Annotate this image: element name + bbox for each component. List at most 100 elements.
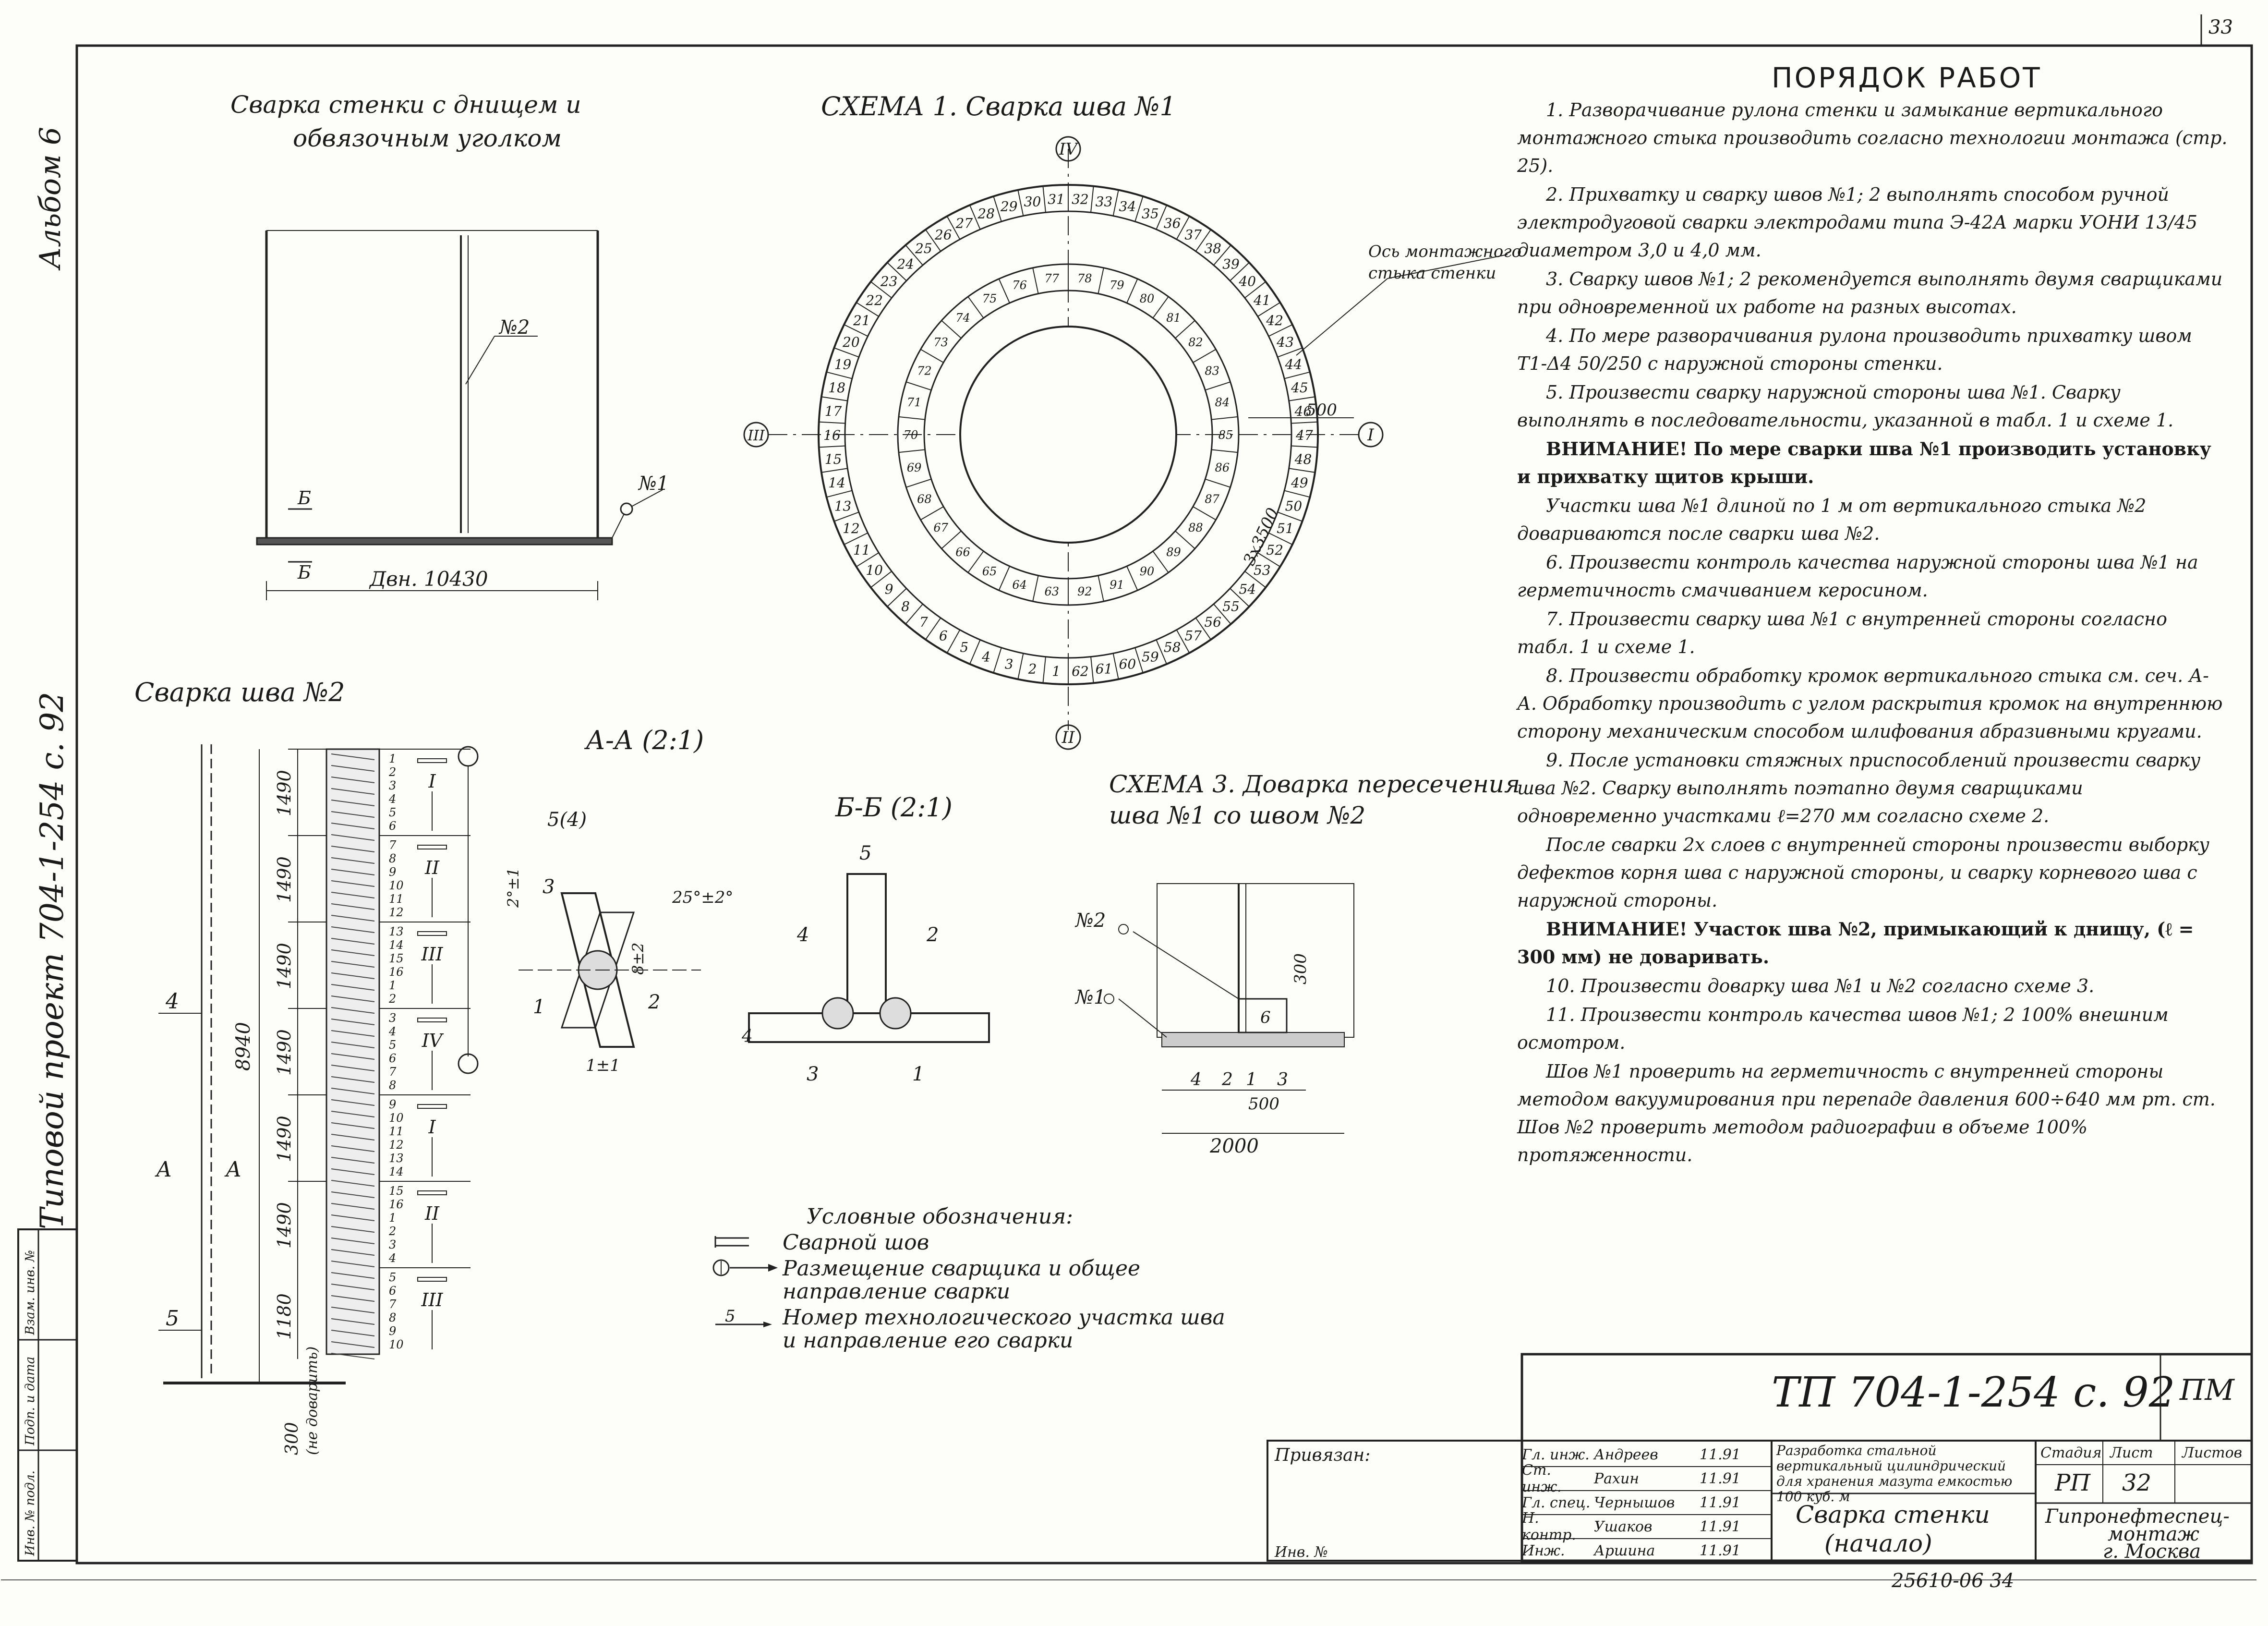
dim-label: 1490	[274, 1202, 295, 1249]
staff-name: Андреев	[1594, 1446, 1658, 1463]
staff-name: Рахин	[1594, 1470, 1640, 1487]
segment-tick-inner	[1098, 575, 1104, 602]
welder-position-icon	[712, 1259, 778, 1276]
legend-item-weld: Сварной шов	[783, 1230, 929, 1255]
view1-weld2-label: №2	[498, 316, 530, 339]
segment-label-outer: 14	[828, 475, 845, 491]
legend-item-welder: Размещение сварщика и общее направление …	[783, 1256, 1141, 1304]
column-number: 5	[389, 806, 396, 819]
staff-name: Аршина	[1594, 1542, 1655, 1559]
column-number: 6	[389, 819, 396, 833]
segment-tick-inner	[1152, 296, 1169, 318]
hatch-line	[331, 1272, 375, 1279]
roman-bar	[417, 758, 447, 763]
stub-replace-inv: Взам. инв. №	[23, 1250, 37, 1335]
sectionBB-mark-5: 5	[859, 842, 871, 864]
column-number: 5	[389, 1271, 396, 1284]
column-number: 9	[389, 1098, 396, 1111]
column-number: 2	[388, 765, 396, 779]
work-order-notes: 1. Разворачивание рулона стенки и замыка…	[1517, 96, 2228, 1170]
segment-label-outer: 56	[1204, 614, 1221, 630]
column-number: 11	[389, 892, 404, 906]
segment-label-inner: 81	[1166, 311, 1181, 325]
column-number: 5	[389, 1038, 396, 1052]
note-item: 2. Прихватку и сварку швов №1; 2 выполня…	[1517, 184, 2198, 261]
welder-marker-icon	[458, 1053, 479, 1074]
segment-tick	[887, 588, 907, 607]
segment-label-outer: 15	[825, 451, 842, 467]
column-number: 3	[389, 1238, 396, 1251]
segment-tick-inner	[1098, 267, 1104, 294]
scheme3-dim-2000: 2000	[1209, 1135, 1259, 1157]
segment-tick	[844, 532, 868, 545]
scheme1-dim-500: 500	[1306, 400, 1337, 420]
hatch-line	[331, 1042, 375, 1048]
segment-label-outer: 55	[1222, 599, 1240, 615]
hatch-line	[331, 1019, 375, 1025]
hatch-line	[331, 1076, 375, 1083]
column-number: 10	[389, 1111, 404, 1125]
note-item: Шов №1 проверить на герметичность с внут…	[1517, 1061, 2216, 1165]
sectionBB-mark-1: 1	[912, 1063, 924, 1085]
stage-value: РП	[2055, 1469, 2091, 1496]
hatch-line	[331, 834, 375, 841]
segment-tick	[1134, 647, 1144, 673]
segment-label-outer: 24	[896, 256, 914, 272]
column-number: 7	[389, 838, 397, 852]
column-number: 15	[389, 952, 404, 965]
segment-tick	[1244, 281, 1266, 299]
segment-label-outer: 6	[939, 628, 948, 644]
segment-label-outer: 2	[1028, 661, 1037, 677]
note-item: ВНИМАНИЕ! Участок шва №2, примыкающий к …	[1517, 918, 2194, 968]
segment-label-outer: 39	[1222, 256, 1240, 272]
segment-tick-inner	[920, 506, 944, 521]
column-number: 4	[388, 1025, 396, 1038]
weld2-dim-300-note: (не доварить)	[304, 1347, 321, 1455]
segment-tick-inner	[941, 320, 962, 339]
view2-title: Сварка шва №2	[134, 677, 345, 707]
title-block	[1267, 1353, 2253, 1562]
segment-tick-inner	[967, 296, 984, 318]
hatch-line	[331, 1065, 375, 1071]
segment-tick	[819, 421, 845, 424]
axis-IV-marker: IV	[1059, 140, 1079, 159]
hatch-line	[331, 1203, 375, 1210]
legend-row-welder: Размещение сварщика и общее направление …	[711, 1257, 1239, 1303]
column-number: 9	[389, 1324, 396, 1338]
segment-label-outer: 22	[865, 292, 883, 308]
segment-label-inner: 92	[1077, 585, 1092, 598]
sectionBB-title: Б-Б (2:1)	[835, 792, 953, 823]
segment-tick	[993, 196, 1002, 222]
segment-tick-inner	[1211, 449, 1238, 453]
roman-bar	[417, 845, 447, 849]
hatch-line	[331, 1145, 375, 1152]
segment-label-outer: 4	[981, 649, 990, 665]
segment-label-outer: 43	[1276, 334, 1294, 350]
segment-label-outer: 26	[934, 227, 952, 243]
segment-tick	[1090, 656, 1094, 683]
sheet-number: 33	[2208, 16, 2233, 38]
sectionAA-mark-1: 1	[533, 996, 545, 1018]
segment-label-inner: 90	[1140, 565, 1155, 578]
weld2-dim-total: 8940	[232, 1022, 254, 1071]
segment-tick	[969, 639, 981, 665]
hatch-line	[331, 961, 375, 968]
segment-label-inner: 68	[917, 492, 932, 506]
staff-name: Ушаков	[1594, 1518, 1653, 1535]
note-item: 11. Произвести контроль качества швов №1…	[1517, 1004, 2169, 1053]
segment-tick-inner	[1126, 279, 1138, 303]
roman-label: II	[424, 1203, 440, 1224]
staff-date: 11.91	[1700, 1446, 1741, 1463]
note-item: Участки шва №1 длиной по 1 м от вертикал…	[1517, 495, 2147, 544]
left-stub	[17, 1228, 78, 1562]
segment-tick	[1289, 468, 1315, 473]
segment-label-inner: 67	[933, 521, 948, 534]
org-line1: Гипронефтеспец-	[2045, 1505, 2230, 1528]
roman-bar	[417, 1018, 447, 1022]
column-number: 4	[388, 792, 396, 806]
staff-role: Н. контр.	[1522, 1510, 1576, 1543]
segment-label-outer: 40	[1238, 274, 1256, 290]
segment-tick	[1289, 396, 1315, 401]
segment-tick	[1268, 324, 1293, 337]
